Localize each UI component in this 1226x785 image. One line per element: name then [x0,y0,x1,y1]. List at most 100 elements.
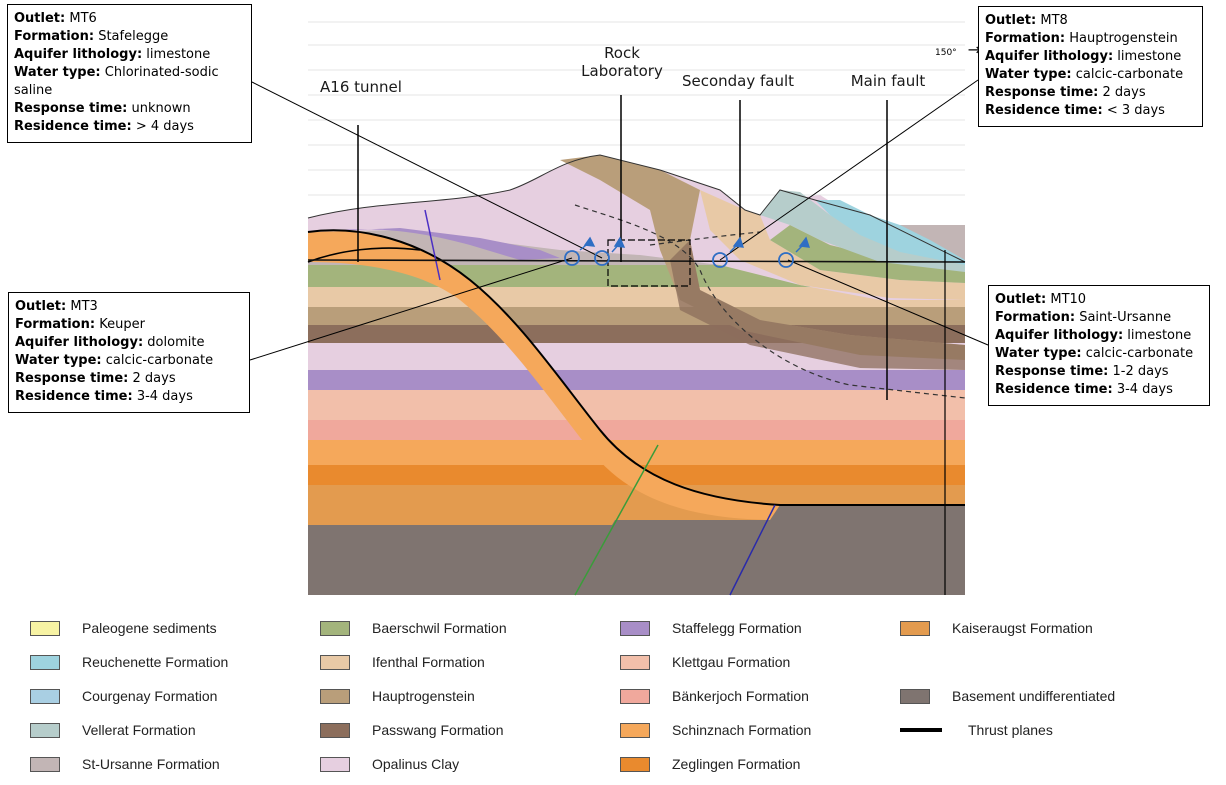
thrust-plane-main [307,229,965,506]
callout-key: Residence time: [15,389,133,404]
outlet-mt8-marker [712,252,728,268]
callout-row: Response time: 1-2 days [995,363,1203,381]
callout-row: Outlet: MT8 [985,12,1196,30]
legend-swatch [30,688,60,704]
callout-row: Outlet: MT3 [15,298,243,316]
legend-swatch [620,654,650,670]
callout-value: < 3 days [1102,103,1165,118]
callout-value: limestone [1113,49,1182,64]
callout-row: Formation: Saint-Ursanne [995,309,1203,327]
callout-key: Formation: [985,31,1066,46]
callout-value: Keuper [95,317,145,332]
legend-item: Kaiseraugst Formation [900,618,1093,638]
geological-cross-section [249,21,989,596]
legend-item: Hauptrogenstein [320,686,475,706]
relief-baerschwil [770,225,965,283]
relief-reuchenette [815,200,965,265]
callout-key: Response time: [14,101,128,116]
legend-item: St-Ursanne Formation [30,754,220,774]
callout-value: 3-4 days [132,389,193,404]
callout-key: Residence time: [14,119,132,134]
legend-swatch [320,688,350,704]
callout-row: Response time: unknown [14,100,245,118]
callout-key: Response time: [15,371,129,386]
outlet-mt3-marker [564,250,580,266]
legend-label: Schinznach Formation [672,722,812,738]
callout-value: > 4 days [131,119,194,134]
callout-key: Aquifer lithology: [985,49,1114,64]
callout-value: 2 days [128,371,176,386]
callout-row: Response time: 2 days [15,370,243,388]
background-grid [308,21,965,196]
legend-item: Reuchenette Formation [30,652,228,672]
callout-key: Water type: [14,65,101,80]
callout-row: Outlet: MT10 [995,291,1203,309]
tunnel-line [307,259,966,263]
legend-label: St-Ursanne Formation [82,756,220,772]
callout-row: Water type: calcic-carbonate [985,66,1196,84]
legend-item: Vellerat Formation [30,720,196,740]
legend-label: Bänkerjoch Formation [672,688,809,704]
callout-key: Formation: [14,29,95,44]
legend-label: Reuchenette Formation [82,654,229,670]
legend-label: Kaiseraugst Formation [952,620,1093,636]
legend-swatch [30,722,60,738]
callout-value: calcic-carbonate [1071,67,1184,82]
label-rock-laboratory: Rock Laboratory [581,44,663,80]
legend-swatch [900,620,930,636]
fault-dashed-2 [649,231,761,246]
legend-label: Opalinus Clay [372,756,460,772]
legend-label: Paleogene sediments [82,620,217,636]
callout-row: Aquifer lithology: dolomite [15,334,243,352]
legend-swatch [620,620,650,636]
legend-label: Staffelegg Formation [672,620,802,636]
callout-row: Aquifer lithology: limestone [995,327,1203,345]
deep-basement [308,505,965,595]
callout-value: Saint-Ursanne [1075,310,1172,325]
relief-ifenthal [700,190,965,300]
legend-label: Basement undifferentiated [952,688,1116,704]
legend-swatch [320,654,350,670]
legend-item: Basement undifferentiated [900,686,1115,706]
mt8-connector [719,79,979,261]
label-secondary-fault: Seconday fault [681,72,795,90]
callout-key: Outlet: [14,11,66,26]
callout-key: Response time: [995,364,1109,379]
legend-swatch [320,722,350,738]
legend-item: Bänkerjoch Formation [620,686,809,706]
ramp-schinznach [308,230,965,520]
callout-value: MT6 [65,11,97,26]
callout-row: Formation: Hauptrogenstein [985,30,1196,48]
fault-blue [729,504,776,596]
outlet-markers [564,250,794,268]
legend-item: Ifenthal Formation [320,652,485,672]
callout-row: Aquifer lithology: limestone [14,46,245,64]
legend-item: Baerschwil Formation [320,618,507,638]
legend-swatch [30,620,60,636]
topography-line [307,154,966,263]
callout-value: 2 days [1098,85,1146,100]
compass-indicator: 150° → [935,40,981,59]
callout-value: Stafelegge [94,29,169,44]
callout-key: Aquifer lithology: [995,328,1124,343]
thrust-plane-upper [307,247,421,263]
callout-value: calcic-carbonate [1081,346,1194,361]
fault-purple [424,209,441,281]
callout-row: Water type: calcic-carbonate [995,345,1203,363]
fault-dashed [574,204,966,399]
legend-item: Zeglingen Formation [620,754,800,774]
legend-item: Courgenay Formation [30,686,217,706]
callout-key: Residence time: [985,103,1103,118]
legend-thrust-line-swatch [900,728,942,732]
legend-label: Baerschwil Formation [372,620,507,636]
callout-value: Hauptrogenstein [1065,31,1178,46]
callout-value: Chlorinated-sodic saline [14,65,219,98]
relief-passwang [670,240,965,370]
legend-label: Passwang Formation [372,722,504,738]
callout-row: Formation: Stafelegge [14,28,245,46]
callout-key: Residence time: [995,382,1113,397]
